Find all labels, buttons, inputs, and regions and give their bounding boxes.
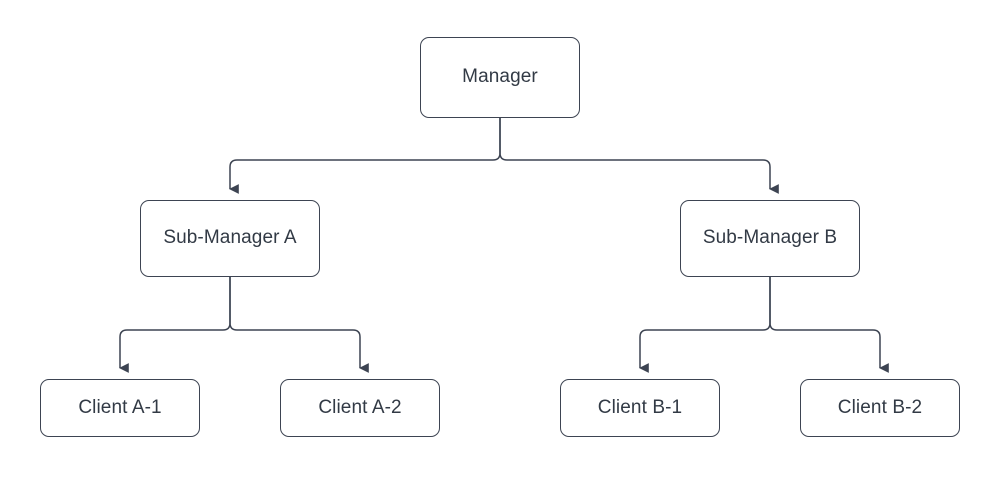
node-client-a-2[interactable]: Client A-2 <box>280 379 440 437</box>
edge-submanager-a-client-a-1 <box>118 277 231 373</box>
node-manager-label: Manager <box>462 66 538 88</box>
edge-submanager-b-client-b-1 <box>638 277 771 373</box>
node-submanager-a[interactable]: Sub-Manager A <box>140 200 320 277</box>
node-client-a-1[interactable]: Client A-1 <box>40 379 200 437</box>
node-submanager-b-label: Sub-Manager B <box>702 227 838 249</box>
node-submanager-a-label: Sub-Manager A <box>163 227 297 249</box>
node-client-a-1-label: Client A-1 <box>78 396 162 418</box>
node-client-b-1-label: Client B-1 <box>597 396 683 418</box>
node-client-b-1[interactable]: Client B-1 <box>560 379 720 437</box>
edge-manager-submanager-a <box>228 118 501 194</box>
edge-submanager-b-client-b-2 <box>769 277 889 373</box>
node-submanager-b[interactable]: Sub-Manager B <box>680 200 860 277</box>
node-client-b-2-label: Client B-2 <box>837 396 923 418</box>
node-client-a-2-label: Client A-2 <box>318 396 402 418</box>
edge-submanager-a-client-a-2 <box>229 277 369 373</box>
edge-manager-submanager-b <box>499 118 779 194</box>
node-client-b-2[interactable]: Client B-2 <box>800 379 960 437</box>
node-manager[interactable]: Manager <box>420 37 580 118</box>
